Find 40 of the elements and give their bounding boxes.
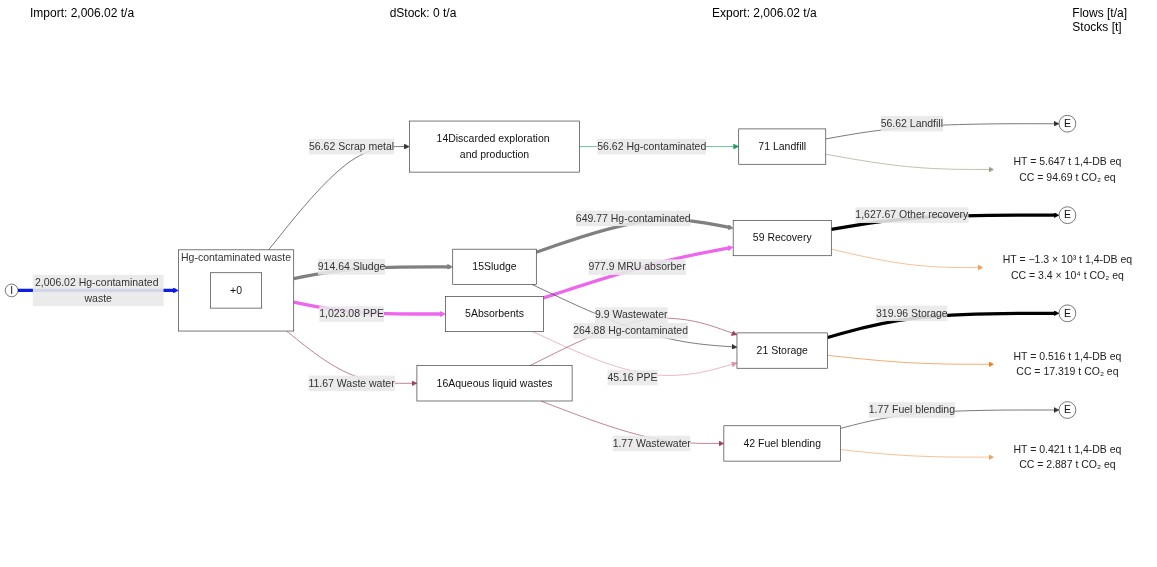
node-box: 16Aqueous liquid wastes — [416, 365, 573, 402]
edge-label: 914.64 Sludge — [317, 260, 386, 273]
node-box: 14Discarded exploration and production — [409, 120, 580, 173]
edge-label: 1.77 Fuel blending — [868, 404, 955, 416]
balance-label: Import: 2,006.02 t/a — [30, 6, 135, 22]
edge-label: 977.9 MRU absorber — [588, 261, 686, 273]
unit-note: Stocks [t] — [1072, 20, 1123, 34]
node-box: 5Absorbents — [445, 296, 544, 332]
edge-label: 264.88 Hg-contaminated — [573, 324, 688, 337]
node-box: 59 Recovery — [732, 220, 832, 257]
node-box: 21 Storage — [736, 332, 828, 369]
edge-label: 45.16 PPE — [607, 371, 658, 383]
edge-label: 1.77 Wastewater — [612, 437, 691, 449]
node-text: HT = −1.3 × 10³ t 1,4-DB eq CC = 3.4 × 10⁴ t CO₂ eq — [1002, 253, 1133, 281]
edge-label: 56.62 Hg-contaminated — [597, 140, 707, 152]
edge-label: 1,023.08 PPE — [319, 308, 384, 320]
node-text: HT = 0.421 t 1,4-DB eq CC = 2.887 t CO₂ eq — [1013, 443, 1122, 471]
node-circle: E — [1058, 304, 1077, 323]
arrow — [543, 245, 734, 300]
edge-label: 56.62 Scrap metal — [309, 140, 395, 152]
node-box: 15Sludge — [452, 248, 537, 285]
edge-label: 649.77 Hg-contaminated — [575, 212, 691, 224]
node-box: +0 — [210, 272, 262, 309]
unit-note: Flows [t/a] — [1072, 6, 1127, 20]
node-text: HT = 5.647 t 1,4-DB eq CC = 94.69 t CO₂ eq — [1013, 155, 1122, 183]
balance-label: Export: 2,006.02 t/a — [711, 6, 817, 22]
node-box: 71 Landfill — [738, 128, 827, 165]
edge-label: 319.96 Storage — [876, 307, 948, 319]
edge-label: 2,006.02 Hg-contaminated waste — [34, 276, 159, 304]
edge-label: 1,627.67 Other recovery — [855, 209, 969, 221]
edge-label: 9.9 Wastewater — [595, 309, 668, 321]
edge-label: 11.67 Waste water — [308, 377, 395, 389]
node-circle: I — [4, 283, 19, 298]
node-circle: E — [1058, 401, 1077, 419]
balance-label: dStock: 0 t/a — [389, 6, 457, 22]
edge-label: 56.62 Landfill — [880, 117, 944, 129]
node-circle: E — [1058, 115, 1077, 133]
node-text: HT = 0.516 t 1,4-DB eq CC = 17.319 t CO₂ eq — [1013, 350, 1122, 378]
node-circle: E — [1058, 206, 1077, 224]
node-box: 42 Fuel blending — [723, 425, 841, 462]
